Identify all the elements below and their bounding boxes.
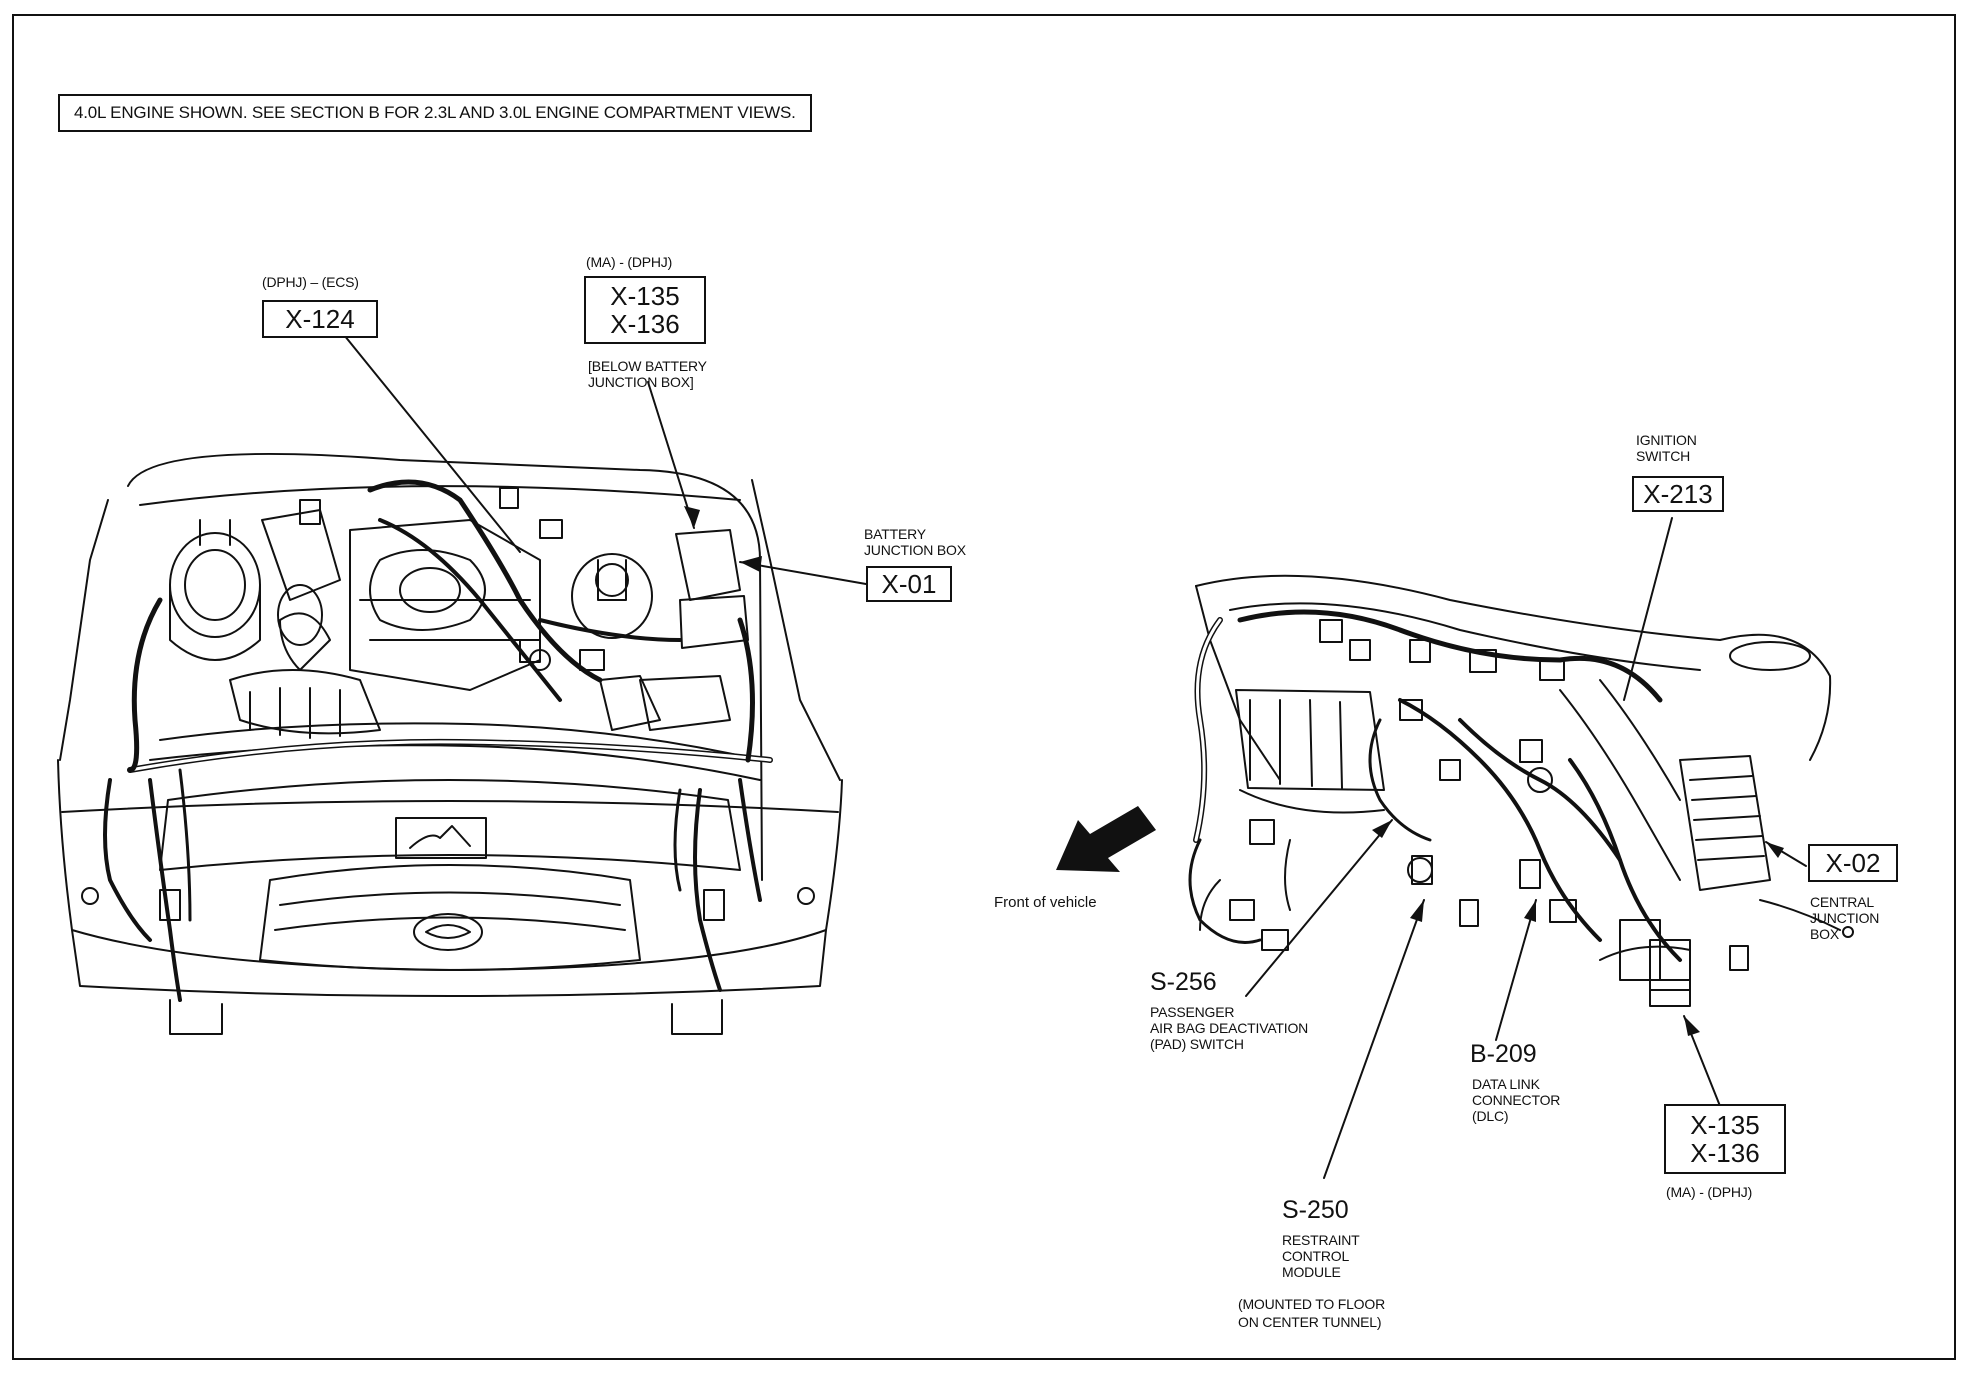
- central-junction-line1: CENTRAL: [1810, 894, 1874, 910]
- s250-desc-line2: CONTROL: [1282, 1248, 1350, 1264]
- below-battery-line1: [BELOW BATTERY: [588, 358, 707, 374]
- connector-x124-label: X-124: [285, 304, 355, 334]
- splice-s250-label: S-250: [1282, 1196, 1349, 1224]
- central-junction-line3: BOX: [1810, 926, 1839, 942]
- connector-x135-x136-bottom-box: X-135 X-136: [1664, 1104, 1786, 1174]
- connector-x135-top-label: X-135: [610, 281, 680, 311]
- ignition-switch-line2: SWITCH: [1636, 448, 1691, 464]
- b209-desc-line1: DATA LINK: [1472, 1076, 1540, 1092]
- connector-x124-box: X-124: [262, 300, 378, 338]
- engine-note: 4.0L ENGINE SHOWN. SEE SECTION B FOR 2.3…: [58, 94, 812, 132]
- s250-mount-line1: (MOUNTED TO FLOOR: [1238, 1296, 1385, 1312]
- s256-desc-line1: PASSENGER: [1150, 1004, 1235, 1020]
- s250-desc-line1: RESTRAINT: [1282, 1232, 1360, 1248]
- ignition-switch-line1: IGNITION: [1636, 432, 1697, 448]
- x135-bottom-qualifier: (MA) - (DPHJ): [1666, 1184, 1753, 1200]
- central-junction-line2: JUNCTION: [1810, 910, 1880, 926]
- connector-x01-box: X-01: [866, 566, 952, 602]
- connector-x213-box: X-213: [1632, 476, 1724, 512]
- instrument-panel-illustration: [1056, 517, 1854, 1179]
- below-battery-line2: JUNCTION BOX]: [588, 374, 694, 390]
- connector-x136-bottom-label: X-136: [1690, 1138, 1760, 1168]
- front-of-vehicle-arrow: [1056, 806, 1156, 872]
- battery-junction-line2: JUNCTION BOX: [864, 542, 966, 558]
- engine-compartment-illustration: [57, 329, 867, 1035]
- s256-desc-line3: (PAD) SWITCH: [1150, 1036, 1244, 1052]
- s256-desc-line2: AIR BAG DEACTIVATION: [1150, 1020, 1309, 1036]
- b209-desc-line2: CONNECTOR: [1472, 1092, 1561, 1108]
- x124-qualifier: (DPHJ) – (ECS): [262, 274, 359, 290]
- connector-x01-label: X-01: [881, 569, 937, 599]
- connector-x136-top-label: X-136: [610, 309, 680, 339]
- diagram-frame: [12, 14, 1956, 1360]
- front-of-vehicle-label: Front of vehicle: [994, 894, 1097, 911]
- x135-top-qualifier: (MA) - (DPHJ): [586, 254, 673, 270]
- connector-x135-x136-top-box: X-135 X-136: [584, 276, 706, 344]
- battery-junction-line1: BATTERY: [864, 526, 926, 542]
- connector-x135-bottom-label: X-135: [1690, 1110, 1760, 1140]
- b209-desc-line3: (DLC): [1472, 1108, 1509, 1124]
- s250-desc-line3: MODULE: [1282, 1264, 1341, 1280]
- connector-b209-label: B-209: [1470, 1040, 1537, 1068]
- splice-s256-label: S-256: [1150, 968, 1217, 996]
- s250-mount-line2: ON CENTER TUNNEL): [1238, 1314, 1382, 1330]
- connector-x213-label: X-213: [1643, 479, 1713, 509]
- connector-x02-box: X-02: [1808, 844, 1898, 882]
- connector-x02-label: X-02: [1825, 848, 1881, 878]
